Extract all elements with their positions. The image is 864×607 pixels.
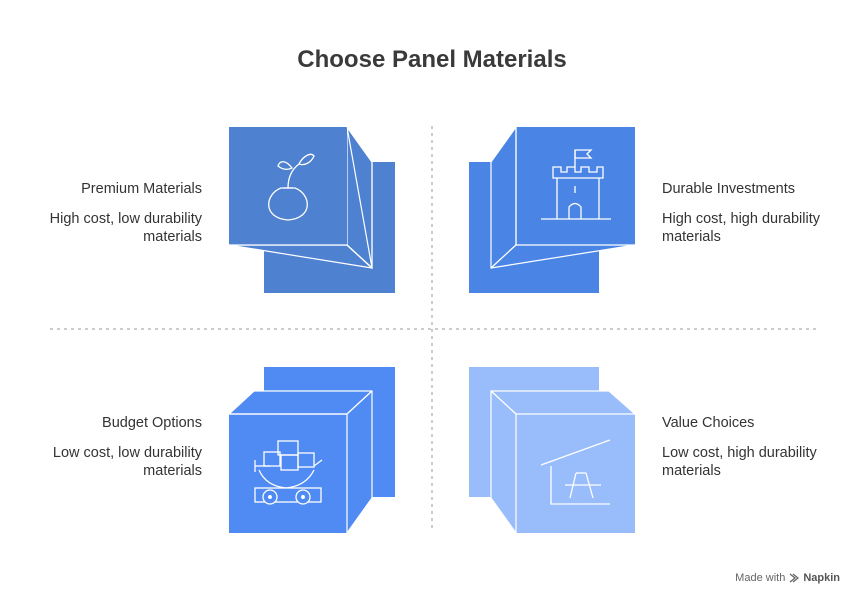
quadrant-label-budget: Budget Options Low cost, low durability … — [22, 414, 202, 480]
castle-tower-icon — [541, 149, 611, 220]
quadrant-heading: Value Choices — [662, 415, 755, 431]
quadrant-top-right-block — [469, 126, 636, 293]
quadrant-heading: Premium Materials — [81, 181, 202, 197]
footer-prefix: Made with — [735, 572, 786, 584]
diagram-title: Choose Panel Materials — [297, 46, 567, 73]
quadrant-label-value: Value Choices Low cost, high durability … — [662, 414, 842, 480]
footer-brand: Napkin — [803, 572, 840, 584]
vase-plant-icon — [268, 153, 315, 221]
quadrant-bottom-right-block — [469, 367, 636, 534]
quadrant-heading: Budget Options — [102, 415, 202, 431]
napkin-logo-icon — [789, 573, 800, 583]
quadrant-description: Low cost, low durability materials — [52, 445, 202, 479]
quadrant-description: Low cost, high durability materials — [662, 445, 817, 479]
cart-with-boxes-icon — [254, 440, 323, 505]
quadrant-heading: Durable Investments — [662, 181, 795, 197]
quadrant-label-premium: Premium Materials High cost, low durabil… — [22, 180, 202, 246]
quadrant-label-durable: Durable Investments High cost, high dura… — [662, 180, 842, 246]
made-with-footer[interactable]: Made with Napkin — [735, 572, 840, 584]
quadrant-top-left-block — [228, 126, 395, 293]
quadrant-description: High cost, low durability materials — [49, 211, 202, 245]
quadrant-description: High cost, high durability materials — [662, 211, 820, 245]
quadrant-bottom-left-block — [228, 367, 395, 534]
picnic-shelter-icon — [540, 439, 611, 505]
